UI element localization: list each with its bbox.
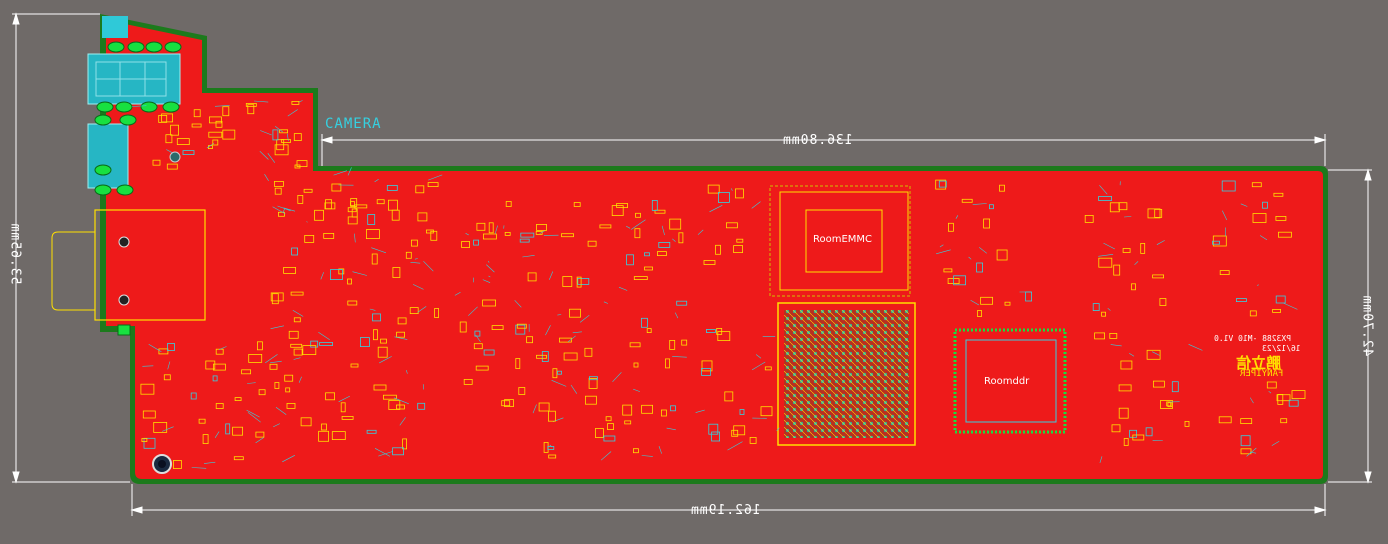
dimension-bottom: 162.19mm (690, 503, 761, 518)
camera-label: CAMERA (325, 116, 382, 132)
dimension-right: 42.70mm (1359, 295, 1374, 357)
brand-logo-text: FANYIPER (1240, 370, 1283, 379)
board-corner-cyan (102, 16, 128, 38)
room-emmc-label: RoomEMMC (813, 234, 872, 245)
room-ddr-label: Roomddr (984, 376, 1029, 387)
cpu-bga (778, 303, 915, 445)
board-revision-text: PX3288 -M10 V1.0 (1214, 334, 1291, 343)
dimension-left: 53.65mm (7, 223, 22, 285)
dimension-top: 136.80mm (782, 133, 853, 148)
